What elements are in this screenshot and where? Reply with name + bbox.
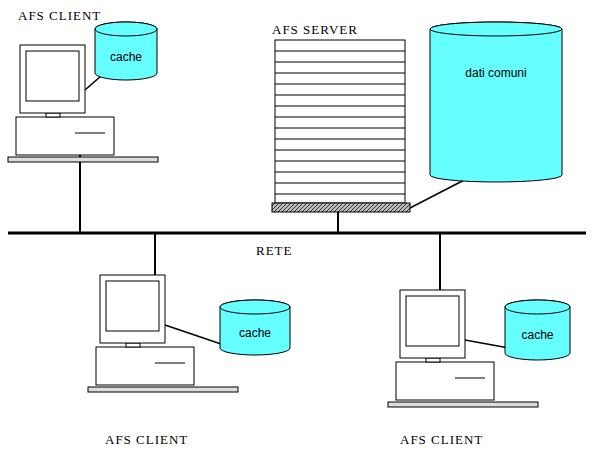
client-drawing [83, 272, 238, 452]
storage-label: cache [505, 328, 570, 342]
cylinder-body [95, 22, 157, 80]
storage-cylinder: dati comuni [430, 22, 562, 182]
storage-label: dati comuni [430, 66, 562, 80]
cable-link [85, 76, 101, 90]
storage-cylinder: cache [95, 22, 157, 80]
cylinder-top [95, 22, 157, 36]
node-heading: AFS SERVER [272, 22, 358, 38]
server-base [272, 203, 410, 212]
cylinder-top [430, 22, 562, 36]
cylinder-body [430, 22, 562, 182]
computer-icon [8, 45, 158, 162]
cable-link [465, 340, 509, 348]
storage-label: cache [220, 326, 290, 340]
client-node: AFS CLIENT [83, 272, 238, 452]
storage-label: cache [95, 50, 157, 64]
network-drop [337, 212, 339, 233]
network-label: RETE [254, 243, 295, 259]
server-drawing [268, 22, 413, 214]
node-heading: AFS CLIENT [105, 432, 188, 448]
network-drop [154, 233, 156, 275]
cyl-drawing [430, 22, 562, 182]
network-bus [8, 232, 586, 235]
node-heading: AFS CLIENT [18, 8, 101, 24]
cylinder-top [505, 300, 570, 314]
cable-link [410, 177, 470, 208]
cable-link [165, 325, 224, 345]
storage-cylinder: cache [505, 300, 570, 360]
server-tower [275, 40, 405, 203]
network-drop [439, 233, 441, 290]
storage-cylinder: cache [220, 300, 290, 355]
network-drop [79, 154, 81, 233]
node-heading: AFS CLIENT [400, 432, 483, 448]
cylinder-body [220, 300, 290, 355]
cylinder-top [220, 300, 290, 314]
cylinder-body [505, 300, 570, 360]
computer-icon [88, 275, 238, 392]
server-node: AFS SERVER [268, 22, 413, 214]
